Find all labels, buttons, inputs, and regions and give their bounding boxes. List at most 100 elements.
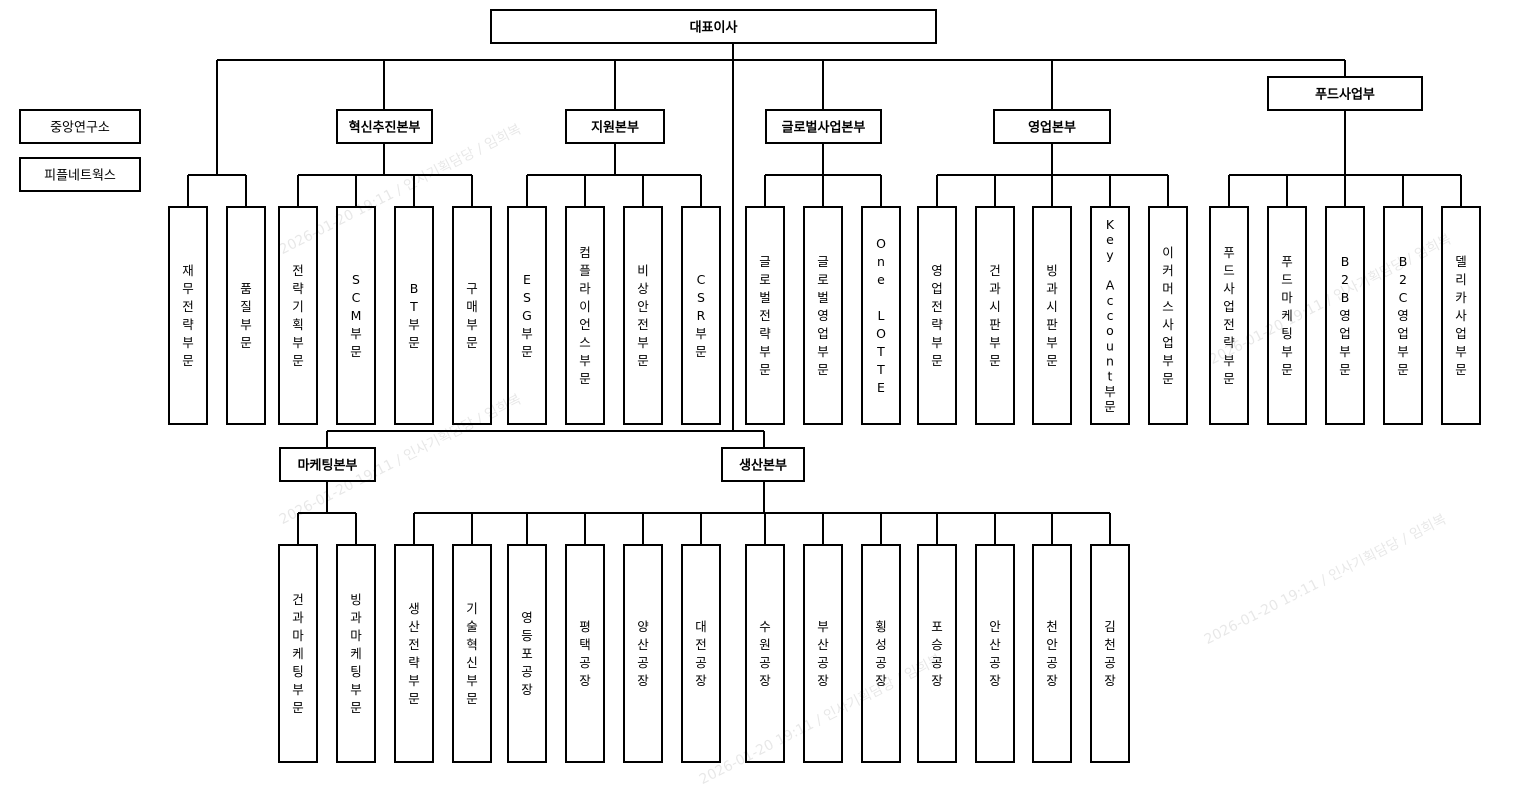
unit-upper-3-1-box bbox=[975, 206, 1015, 425]
unit-upper-3-3-box bbox=[1090, 206, 1130, 425]
unit-lower-1-12-box bbox=[1090, 544, 1130, 763]
unit-upper-3-4-box bbox=[1148, 206, 1188, 425]
unit-lower-1-0-box bbox=[394, 544, 434, 763]
unit-upper-0-0-box bbox=[278, 206, 318, 425]
group-upper-0-label: 혁신추진본부 bbox=[349, 120, 421, 136]
standalone-people-networks: 피플네트웍스 bbox=[19, 157, 141, 192]
unit-upper-0-1-box bbox=[336, 206, 376, 425]
unit-upper-1-1-box bbox=[565, 206, 605, 425]
unit-upper-1-0-box bbox=[507, 206, 547, 425]
group-upper-0: 혁신추진본부 bbox=[336, 109, 433, 144]
unit-upper-2-1-box bbox=[803, 206, 843, 425]
group-upper-1: 지원본부 bbox=[565, 109, 665, 144]
unit-lower-1-2-box bbox=[507, 544, 547, 763]
unit-upper-1-2-box bbox=[623, 206, 663, 425]
unit-upper-0-2-box bbox=[394, 206, 434, 425]
standalone-research-lab: 중앙연구소 bbox=[19, 109, 141, 144]
unit-upper-3-2-box bbox=[1032, 206, 1072, 425]
group-upper-2: 글로벌사업본부 bbox=[765, 109, 882, 144]
unit-upper-2-0-box bbox=[745, 206, 785, 425]
ceo-box-label: 대표이사 bbox=[690, 20, 738, 36]
group-upper-3: 영업본부 bbox=[993, 109, 1111, 144]
unit-lower-1-1-box bbox=[452, 544, 492, 763]
unit-upper-4-3-box bbox=[1383, 206, 1423, 425]
group-upper-0-box bbox=[336, 109, 433, 144]
unit-upper-4-2-box bbox=[1325, 206, 1365, 425]
unit-upper-3-0-box bbox=[917, 206, 957, 425]
unit-lower-0-0-box bbox=[278, 544, 318, 763]
unit-lower-1-3-box bbox=[565, 544, 605, 763]
standalone-people-networks-box bbox=[19, 157, 141, 192]
group-lower-1-label: 생산본부 bbox=[739, 458, 787, 474]
standalone-research-lab-box bbox=[19, 109, 141, 144]
unit-lower-0-1-box bbox=[336, 544, 376, 763]
ceo-box: 대표이사 bbox=[490, 9, 937, 44]
group-lower-0: 마케팅본부 bbox=[279, 447, 376, 482]
standalone-research-lab-label: 중앙연구소 bbox=[50, 121, 110, 136]
unit-upper-4-4-box bbox=[1441, 206, 1481, 425]
group-upper-4-box bbox=[1267, 76, 1423, 111]
group-upper-1-box bbox=[565, 109, 665, 144]
standalone-people-networks-label: 피플네트웍스 bbox=[44, 169, 116, 184]
unit-upper-1-3-box bbox=[681, 206, 721, 425]
unit-lower-1-4-box bbox=[623, 544, 663, 763]
unit-lower-1-11-box bbox=[1032, 544, 1072, 763]
group-lower-0-label: 마케팅본부 bbox=[298, 458, 358, 474]
unit-direct-1-box bbox=[226, 206, 266, 425]
unit-lower-1-7-box bbox=[803, 544, 843, 763]
unit-lower-1-10-box bbox=[975, 544, 1015, 763]
unit-upper-4-1-box bbox=[1267, 206, 1307, 425]
group-upper-4: 푸드사업부 bbox=[1267, 76, 1423, 111]
